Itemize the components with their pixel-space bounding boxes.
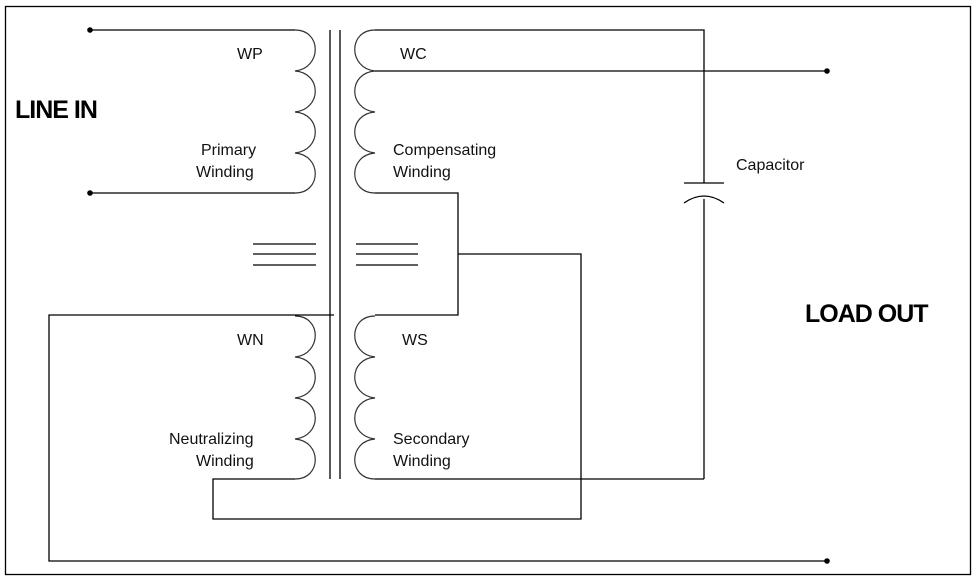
load-out-label: LOAD OUT <box>805 300 928 328</box>
compensating-name-line1: Compensating <box>393 142 496 159</box>
line-in-wires <box>87 27 295 196</box>
diagram-border <box>4 5 972 576</box>
line-in-terminal-bottom <box>87 190 93 196</box>
secondary-name-line2: Winding <box>393 453 451 470</box>
capacitor-branch-wire <box>375 29 705 479</box>
load-out-terminal-bottom <box>824 558 830 564</box>
line-in-label: LINE IN <box>15 96 97 124</box>
capacitor-symbol <box>683 182 725 204</box>
primary-name-line1: Primary <box>201 142 256 159</box>
neutralizing-winding-coil <box>294 315 316 480</box>
junction-to-neutral-loop-wire <box>212 253 582 520</box>
compensating-tag: WC <box>400 46 427 63</box>
neutralizing-name-line2: Winding <box>196 453 254 470</box>
compensating-winding-coil <box>354 29 376 194</box>
primary-name-line2: Winding <box>196 164 254 181</box>
transformer-core <box>329 30 341 479</box>
capacitor-label: Capacitor <box>736 157 805 174</box>
secondary-tag: WS <box>402 332 428 349</box>
core-laminations-left <box>253 243 316 266</box>
primary-winding-coil <box>294 29 316 194</box>
load-out-wire-top <box>375 68 830 74</box>
line-in-terminal-top <box>87 27 93 33</box>
neutralizing-name-line1: Neutralizing <box>169 431 253 448</box>
secondary-name-line1: Secondary <box>393 431 470 448</box>
compensating-name-line2: Winding <box>393 164 451 181</box>
core-laminations-right <box>356 243 418 266</box>
load-out-terminal-top <box>824 68 830 74</box>
neutralizing-tag: WN <box>237 332 264 349</box>
primary-tag: WP <box>237 46 263 63</box>
secondary-winding-coil <box>354 315 376 480</box>
load-out-wire-bottom <box>48 314 830 564</box>
